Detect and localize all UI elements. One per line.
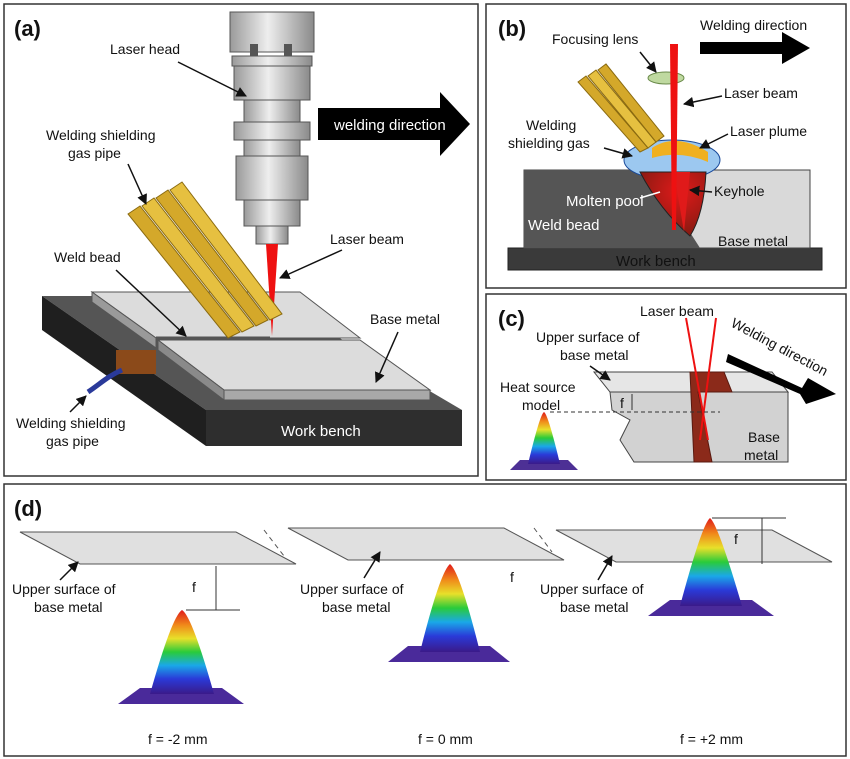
keyhole: [674, 172, 690, 232]
welding-direction-arrow-b: [700, 32, 810, 64]
panel-c-tag: (c): [498, 306, 525, 331]
upper-surface-label-d1-1: Upper surface of: [12, 581, 116, 597]
welding-direction-label-b: Welding direction: [700, 17, 807, 33]
panel-a-tag: (a): [14, 16, 41, 41]
base-metal-label-b: Base metal: [718, 233, 788, 249]
f-symbol-d-2: f: [510, 569, 514, 585]
base-metal-label-a: Base metal: [370, 311, 440, 327]
caption-f-0: f = 0 mm: [418, 731, 473, 747]
laser-beam-label-b: Laser beam: [724, 85, 798, 101]
keyhole-label: Keyhole: [714, 183, 765, 199]
weld-bead-label-b: Weld bead: [528, 217, 599, 234]
laser-beam-leader-b: [682, 95, 723, 108]
upper-surface-label-c-1: Upper surface of: [536, 329, 640, 345]
upper-surface-leader-d3: [597, 555, 613, 581]
upper-surface-label-d1-2: base metal: [34, 599, 102, 615]
base-label-c-1: Base: [748, 429, 780, 445]
heat-source-peak-1: [118, 610, 244, 704]
heat-source-model-c: [510, 412, 578, 470]
laser-beam-leader-a: [279, 249, 343, 279]
shielding-gas-label-2: shielding gas: [508, 135, 590, 151]
upper-surface-leader-d2: [363, 551, 381, 579]
gas-pipe-bottom-label-2: gas pipe: [46, 433, 99, 449]
heat-source-peak-3: [648, 518, 774, 616]
laser-plume: [652, 140, 708, 162]
work-bench-label-b: Work bench: [616, 253, 696, 270]
laser-beam-label-c: Laser beam: [640, 303, 714, 319]
laser-beam-c-1: [685, 317, 709, 441]
laser-beam-a: [266, 244, 278, 336]
welding-direction-arrow-a: [318, 92, 470, 156]
laser-beam-b: [670, 44, 678, 230]
gas-pipe-bottom-label-1: Welding shielding: [16, 415, 125, 431]
heat-source-label-2: model: [522, 397, 560, 413]
gas-pipe-bottom-leader: [69, 395, 87, 413]
plane-separator-1: [263, 529, 285, 557]
laser-head: [229, 11, 315, 245]
upper-surface-plane-2: [287, 527, 565, 561]
weld-bead-label-a: Weld bead: [54, 249, 121, 265]
upper-surface-plane-3: [555, 529, 833, 563]
panel-d-tag: (d): [14, 496, 42, 521]
gas-pipe-port: [116, 350, 156, 374]
upper-surface-plane-1: [19, 531, 297, 565]
base-metal-plates: [90, 291, 432, 402]
f-symbol-d-1: f: [192, 579, 196, 595]
plane-separator-2: [533, 527, 553, 553]
laser-head-leader: [177, 61, 247, 97]
caption-f-minus-2: f = -2 mm: [148, 731, 208, 747]
welding-direction-arrow-c: [726, 354, 836, 404]
shielding-gas-label-1: Welding: [526, 117, 576, 133]
molten-pool-label: Molten pool: [566, 193, 644, 210]
focusing-lens-label: Focusing lens: [552, 31, 638, 47]
laser-beam-c-2: [699, 317, 717, 441]
gas-pipe-top-leader: [127, 163, 147, 205]
panel-b: (b) Welding direction Work bench Focusin…: [485, 3, 847, 289]
weld-bead-leader-a: [115, 269, 187, 337]
heat-source-peak-2: [388, 564, 510, 662]
molten-pool-leader: [639, 191, 661, 199]
gas-pipe-top-label-2: gas pipe: [68, 145, 121, 161]
welding-shielding-gas-pipes-a: [127, 181, 283, 339]
heat-source-label-1: Heat source: [500, 379, 576, 395]
panel-b-tag: (b): [498, 16, 526, 41]
f-symbol-d-3: f: [734, 531, 738, 547]
panel-d-frame: [3, 483, 847, 757]
panel-d: (d) f f f Upper surface of base m: [3, 483, 847, 757]
laser-head-label: Laser head: [110, 41, 180, 57]
caption-f-plus-2: f = +2 mm: [680, 731, 743, 747]
shielding-gas-leader: [603, 147, 634, 159]
upper-surface-label-d3-2: base metal: [560, 599, 628, 615]
keyhole-leader: [688, 185, 713, 197]
work-bench-label: Work bench: [281, 423, 361, 440]
gas-pipe-hose: [86, 367, 124, 395]
upper-surface-label-d2-2: base metal: [322, 599, 390, 615]
welding-direction-label-a: welding direction: [333, 117, 446, 134]
upper-surface-leader-d1: [59, 561, 79, 581]
panel-c: (c) f Welding direction Laser beam Upper…: [485, 293, 847, 481]
base-metal-leader-a: [375, 331, 399, 383]
focusing-lens: [647, 71, 685, 85]
gas-pipe-top-label-1: Welding shielding: [46, 127, 155, 143]
f-symbol-c: f: [620, 395, 624, 411]
laser-beam-label-a: Laser beam: [330, 231, 404, 247]
upper-surface-label-d3-1: Upper surface of: [540, 581, 644, 597]
focusing-lens-leader: [639, 51, 657, 73]
laser-plume-leader: [699, 133, 729, 149]
welding-shielding-gas-pipes-b: [577, 63, 665, 153]
laser-plume-label: Laser plume: [730, 123, 807, 139]
base-label-c-2: metal: [744, 447, 778, 463]
panel-a: (a) Work bench: [3, 3, 479, 477]
upper-surface-label-c-2: base metal: [560, 347, 628, 363]
upper-surface-label-d2-1: Upper surface of: [300, 581, 404, 597]
upper-surface-leader-c: [589, 365, 611, 381]
